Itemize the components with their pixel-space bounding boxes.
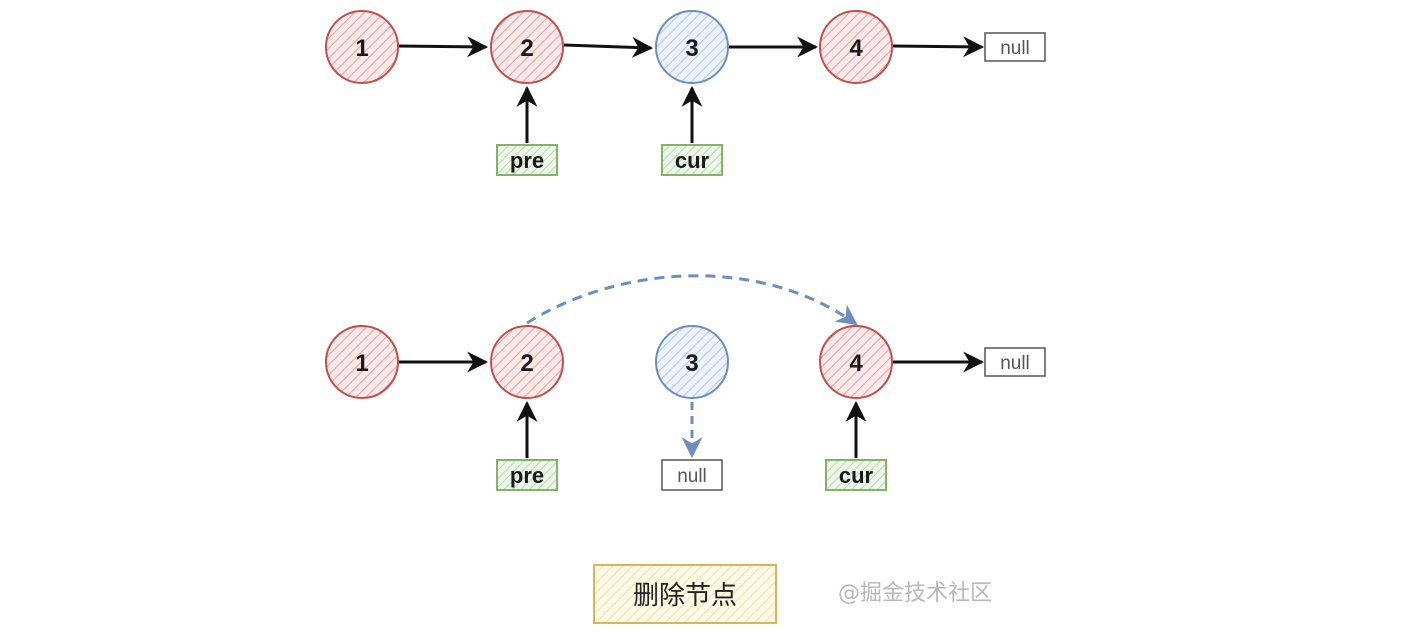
node-label: 2: [520, 350, 533, 377]
list-node: 1: [325, 10, 399, 84]
pointer-pre: pre: [496, 459, 558, 491]
node-label: 3: [685, 350, 698, 377]
watermark: @掘金技术社区: [838, 581, 992, 606]
node-label: 3: [685, 35, 698, 62]
null-label: null: [1000, 38, 1030, 59]
node-label: 1: [355, 350, 368, 377]
node-label: 1: [355, 35, 368, 62]
list-node-current: 3: [655, 10, 729, 84]
node-label: 4: [849, 35, 863, 62]
node-label: 2: [520, 35, 533, 62]
null-label: null: [677, 466, 707, 487]
pointer-label: pre: [510, 148, 544, 173]
list-node: 4: [819, 325, 893, 399]
node-label: 4: [849, 350, 863, 377]
link-arrow: [892, 36, 985, 58]
skip-link-arrow: [526, 274, 858, 326]
list-node: 4: [819, 10, 893, 84]
pointer-pre: pre: [496, 144, 558, 176]
diagram-top: 1 2 3 4 null pre cur: [325, 10, 1046, 176]
diagram-bottom: 1 2 3 4 null null pre: [325, 274, 1046, 491]
list-node: 2: [490, 10, 564, 84]
pointer-label: cur: [675, 148, 710, 173]
link-arrow: [397, 36, 489, 58]
pointer-cur: cur: [661, 144, 723, 176]
list-node-removed: 3: [655, 325, 729, 399]
null-box: null: [984, 347, 1046, 377]
null-label: null: [1000, 353, 1030, 374]
list-node: 1: [325, 325, 399, 399]
list-node: 2: [490, 325, 564, 399]
caption-box: 删除节点: [593, 564, 777, 624]
pointer-cur: cur: [825, 459, 887, 491]
pointer-label: pre: [510, 463, 544, 488]
null-box: null: [984, 32, 1046, 62]
caption-label: 删除节点: [633, 581, 737, 611]
link-arrow: [563, 36, 654, 58]
pointer-label: cur: [839, 463, 874, 488]
null-box: null: [661, 459, 723, 491]
